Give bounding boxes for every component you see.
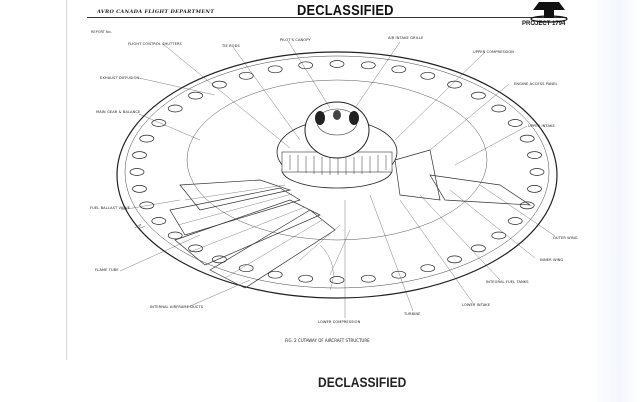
- vent-slot: [238, 71, 254, 80]
- vent-slot: [420, 71, 436, 80]
- callout-internal-airframe-ducts: INTERNAL AIRFRAME DUCTS: [150, 305, 204, 309]
- figure-caption: FIG. 2 CUTAWAY OF AIRCRAFT STRUCTURE: [285, 338, 370, 343]
- vent-slot: [519, 134, 535, 143]
- callout-lower-intake: LOWER INTAKE: [462, 303, 491, 307]
- vent-slot: [129, 168, 145, 176]
- vent-slot: [527, 151, 542, 159]
- vent-slot: [447, 255, 462, 264]
- right-margin-background: [590, 0, 640, 402]
- callout-flight-control-shutters: FLIGHT CONTROL SHUTTERS: [128, 42, 182, 46]
- vent-slot: [420, 264, 436, 273]
- callout-pilots-canopy: PILOT'S CANOPY: [280, 38, 311, 42]
- vent-slot: [471, 244, 486, 253]
- callout-lower-compression: LOWER COMPRESSION: [318, 320, 361, 324]
- vent-slot: [151, 119, 167, 127]
- vent-slot: [212, 255, 227, 264]
- callout-upper-compression: UPPER COMPRESSION: [473, 50, 515, 54]
- perimeter-vents: [129, 60, 545, 284]
- callout-integral-fuel-tanks: INTEGRAL FUEL TANKS: [486, 280, 529, 284]
- vent-slot: [360, 274, 376, 283]
- callout-turbine: TURBINE: [404, 312, 421, 316]
- vent-slot: [188, 91, 203, 100]
- vent-slot: [391, 65, 407, 74]
- vent-slot: [329, 60, 345, 68]
- vent-slot: [471, 91, 486, 100]
- declassified-stamp-bottom: DECLASSIFIED: [318, 374, 407, 390]
- vent-slot: [238, 264, 254, 273]
- callout-exhaust-diffusion: EXHAUST DIFFUSION: [100, 76, 140, 80]
- callout-flame-tube: FLAME TUBE: [95, 268, 119, 272]
- vent-slot: [491, 104, 507, 113]
- vent-slot: [298, 274, 314, 283]
- callout-upper-intake: UPPER INTAKE: [528, 124, 555, 128]
- vent-slot: [267, 270, 283, 279]
- vent-slot: [507, 217, 523, 225]
- vent-slot: [267, 65, 283, 74]
- callout-inner-wing: INNER WING: [540, 258, 564, 262]
- callout-tie-rods: TIE RODS: [222, 44, 240, 48]
- header-rule: [87, 17, 567, 18]
- callout-engine-access-panel: ENGINE ACCESS PANEL: [514, 82, 558, 86]
- callout-fuel-ballast: FUEL BALLAST VALVE: [90, 206, 131, 210]
- vent-slot: [329, 276, 345, 284]
- vent-slot: [132, 151, 147, 159]
- vent-slot: [360, 61, 376, 70]
- declassified-stamp-top: DECLASSIFIED: [297, 2, 394, 19]
- vent-slot: [391, 270, 407, 279]
- vent-slot: [139, 134, 155, 143]
- sheet-reference: REPORT No.: [91, 30, 112, 34]
- vent-slot: [507, 119, 523, 127]
- callout-outer-wing: OUTER WING: [553, 236, 578, 240]
- vent-slot: [529, 168, 545, 176]
- vent-slot: [527, 185, 542, 193]
- vent-slot: [298, 61, 314, 70]
- logo-emblem: [530, 2, 568, 23]
- project-label: PROJECT 1794: [522, 21, 566, 27]
- vent-slot: [188, 244, 203, 253]
- callout-air-intake-grille: AIR INTAKE GRILLE: [388, 36, 424, 40]
- header-title: AVRO CANADA FLIGHT DEPARTMENT: [97, 9, 215, 15]
- vent-slot: [139, 201, 155, 210]
- cracked-panel-marks: [134, 223, 146, 230]
- vent-slot: [167, 104, 183, 113]
- vent-slot: [519, 201, 535, 210]
- vent-slot: [447, 80, 462, 89]
- vent-slot: [212, 80, 227, 89]
- vent-slot: [132, 185, 147, 193]
- vent-slot: [491, 231, 507, 240]
- vent-slot: [167, 231, 183, 240]
- callout-main-gear: MAIN GEAR & BALANCE: [96, 110, 141, 114]
- vent-slot: [151, 217, 167, 225]
